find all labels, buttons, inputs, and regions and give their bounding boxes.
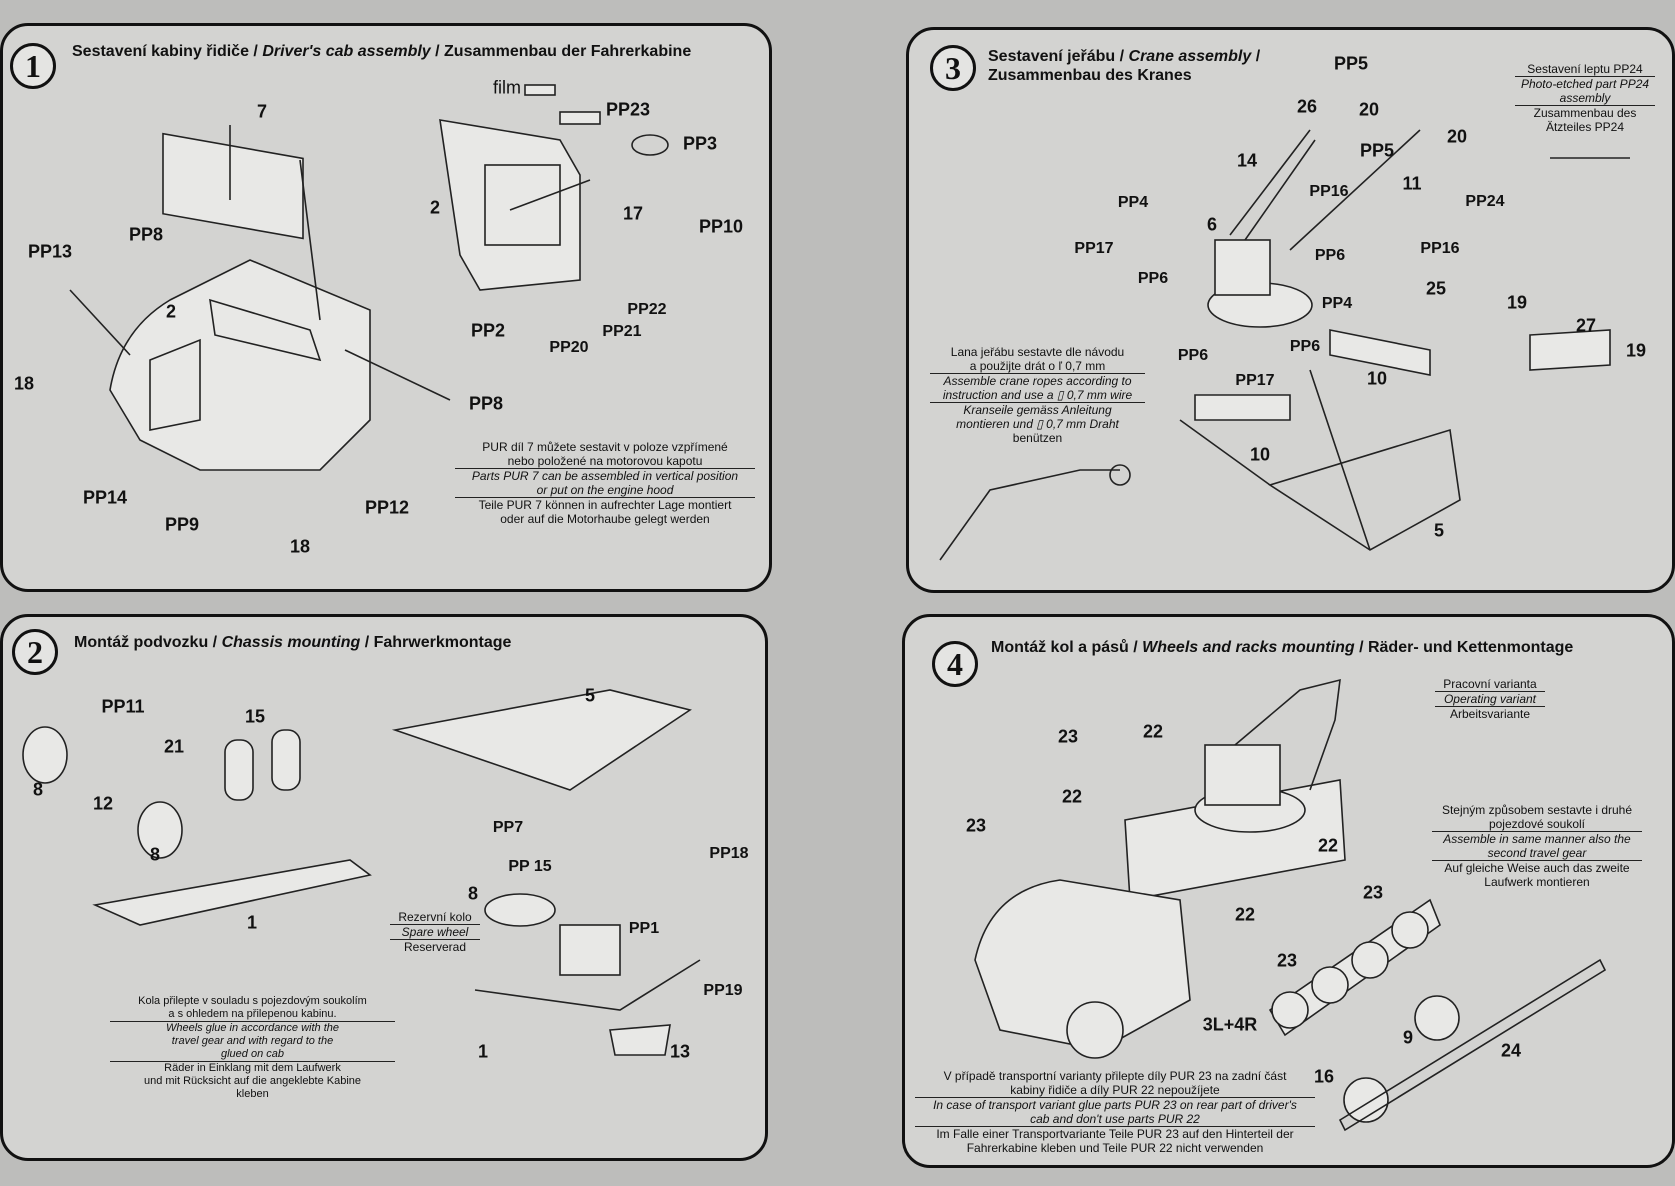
transport-variant-note: V případě transportní varianty přilepte …: [915, 1069, 1315, 1155]
part-label: 26: [1296, 96, 1318, 117]
wheels-note: Kola přilepte v souladu s pojezdovým sou…: [110, 995, 395, 1101]
part-label: 8: [32, 779, 44, 800]
part-label: PP22: [627, 301, 667, 318]
step-title: Sestavení jeřábu / Crane assembly /Zusam…: [988, 48, 1261, 84]
part-label: PP18: [709, 845, 749, 862]
part-label: PP16: [1420, 240, 1460, 257]
part-label: 27: [1575, 315, 1597, 336]
part-label: 12: [92, 793, 114, 814]
part-label: 22: [1234, 904, 1256, 925]
part-label: 20: [1358, 99, 1380, 120]
step-number: 4: [932, 641, 978, 687]
part-label: PP19: [703, 982, 743, 999]
part-label: 2: [429, 197, 441, 218]
part-label: PP3: [682, 133, 718, 154]
part-label: PP6: [1137, 270, 1169, 287]
part-label: PP13: [27, 241, 73, 262]
part-label: 23: [1362, 882, 1384, 903]
part-label: 1: [246, 912, 258, 933]
part-label: 3L+4R: [1202, 1014, 1258, 1035]
part-label: 18: [13, 373, 35, 394]
part-label: 23: [1057, 726, 1079, 747]
part-label: 19: [1506, 292, 1528, 313]
part-label: PP24: [1465, 193, 1505, 210]
part-label: 20: [1446, 126, 1468, 147]
part-label: PP14: [82, 487, 128, 508]
assembly-note: PUR díl 7 můžete sestavit v poloze vzpří…: [455, 440, 755, 526]
part-label: PP4: [1117, 194, 1149, 211]
part-label: 2: [165, 301, 177, 322]
part-label: PP11: [101, 696, 145, 717]
step-title: Montáž podvozku / Chassis mounting / Fah…: [74, 634, 512, 651]
step-title: Montáž kol a pásů / Wheels and racks mou…: [991, 639, 1574, 656]
step-number: 2: [12, 629, 58, 675]
part-label: 13: [669, 1041, 691, 1062]
part-label: PP8: [128, 224, 164, 245]
part-label: 9: [1402, 1027, 1414, 1048]
part-label: PP10: [698, 216, 744, 237]
part-label: PP23: [605, 99, 651, 120]
etch-part-note: Sestavení leptu PP24 Photo-etched part P…: [1515, 62, 1655, 134]
part-label: PP16: [1309, 183, 1349, 200]
part-label: PP1: [628, 920, 660, 937]
part-label: 10: [1249, 444, 1271, 465]
part-label: 21: [163, 736, 185, 757]
part-label: PP2: [470, 320, 506, 341]
part-label: PP5: [1333, 53, 1369, 74]
part-label: PP7: [492, 819, 524, 836]
part-label: 10: [1366, 368, 1388, 389]
part-label: PP17: [1074, 240, 1114, 257]
part-label: 11: [1402, 173, 1422, 194]
part-label: PP17: [1235, 372, 1275, 389]
part-label: 25: [1425, 278, 1447, 299]
part-label: 18: [289, 536, 311, 557]
step-number: 3: [930, 45, 976, 91]
part-label: PP8: [468, 393, 504, 414]
part-label: 24: [1500, 1040, 1522, 1061]
part-label: PP6: [1177, 347, 1209, 364]
part-label: PP6: [1289, 338, 1321, 355]
part-label: 16: [1313, 1066, 1335, 1087]
part-label: 17: [622, 203, 644, 224]
part-label: 5: [584, 685, 596, 706]
part-label: film: [493, 77, 521, 98]
part-label: 7: [256, 101, 268, 122]
part-label: 5: [1433, 520, 1445, 541]
part-label: PP6: [1314, 247, 1346, 264]
part-label: 8: [467, 883, 479, 904]
part-label: PP5: [1359, 140, 1395, 161]
part-label: 19: [1625, 340, 1647, 361]
part-label: 23: [965, 815, 987, 836]
part-label: 22: [1142, 721, 1164, 742]
part-label: 22: [1061, 786, 1083, 807]
part-label: PP 15: [508, 858, 552, 875]
title-de: Zusammenbau der Fahrerkabine: [444, 43, 692, 60]
part-label: 8: [149, 844, 161, 865]
part-label: PP20: [549, 339, 589, 356]
part-label: PP9: [164, 514, 200, 535]
title-en: Driver's cab assembly: [262, 43, 431, 60]
part-label: 6: [1206, 214, 1218, 235]
title-cz: Sestavení kabiny řidiče: [72, 43, 249, 60]
part-label: PP4: [1321, 295, 1353, 312]
part-label: PP21: [602, 323, 642, 340]
step-number: 1: [10, 43, 56, 89]
part-label: 22: [1317, 835, 1339, 856]
part-label: 23: [1276, 950, 1298, 971]
part-label: 14: [1236, 150, 1258, 171]
part-label: 15: [244, 706, 266, 727]
part-label: 1: [477, 1041, 489, 1062]
part-label: PP12: [364, 497, 410, 518]
step-title: Sestavení kabiny řidiče / Driver's cab a…: [72, 43, 692, 60]
